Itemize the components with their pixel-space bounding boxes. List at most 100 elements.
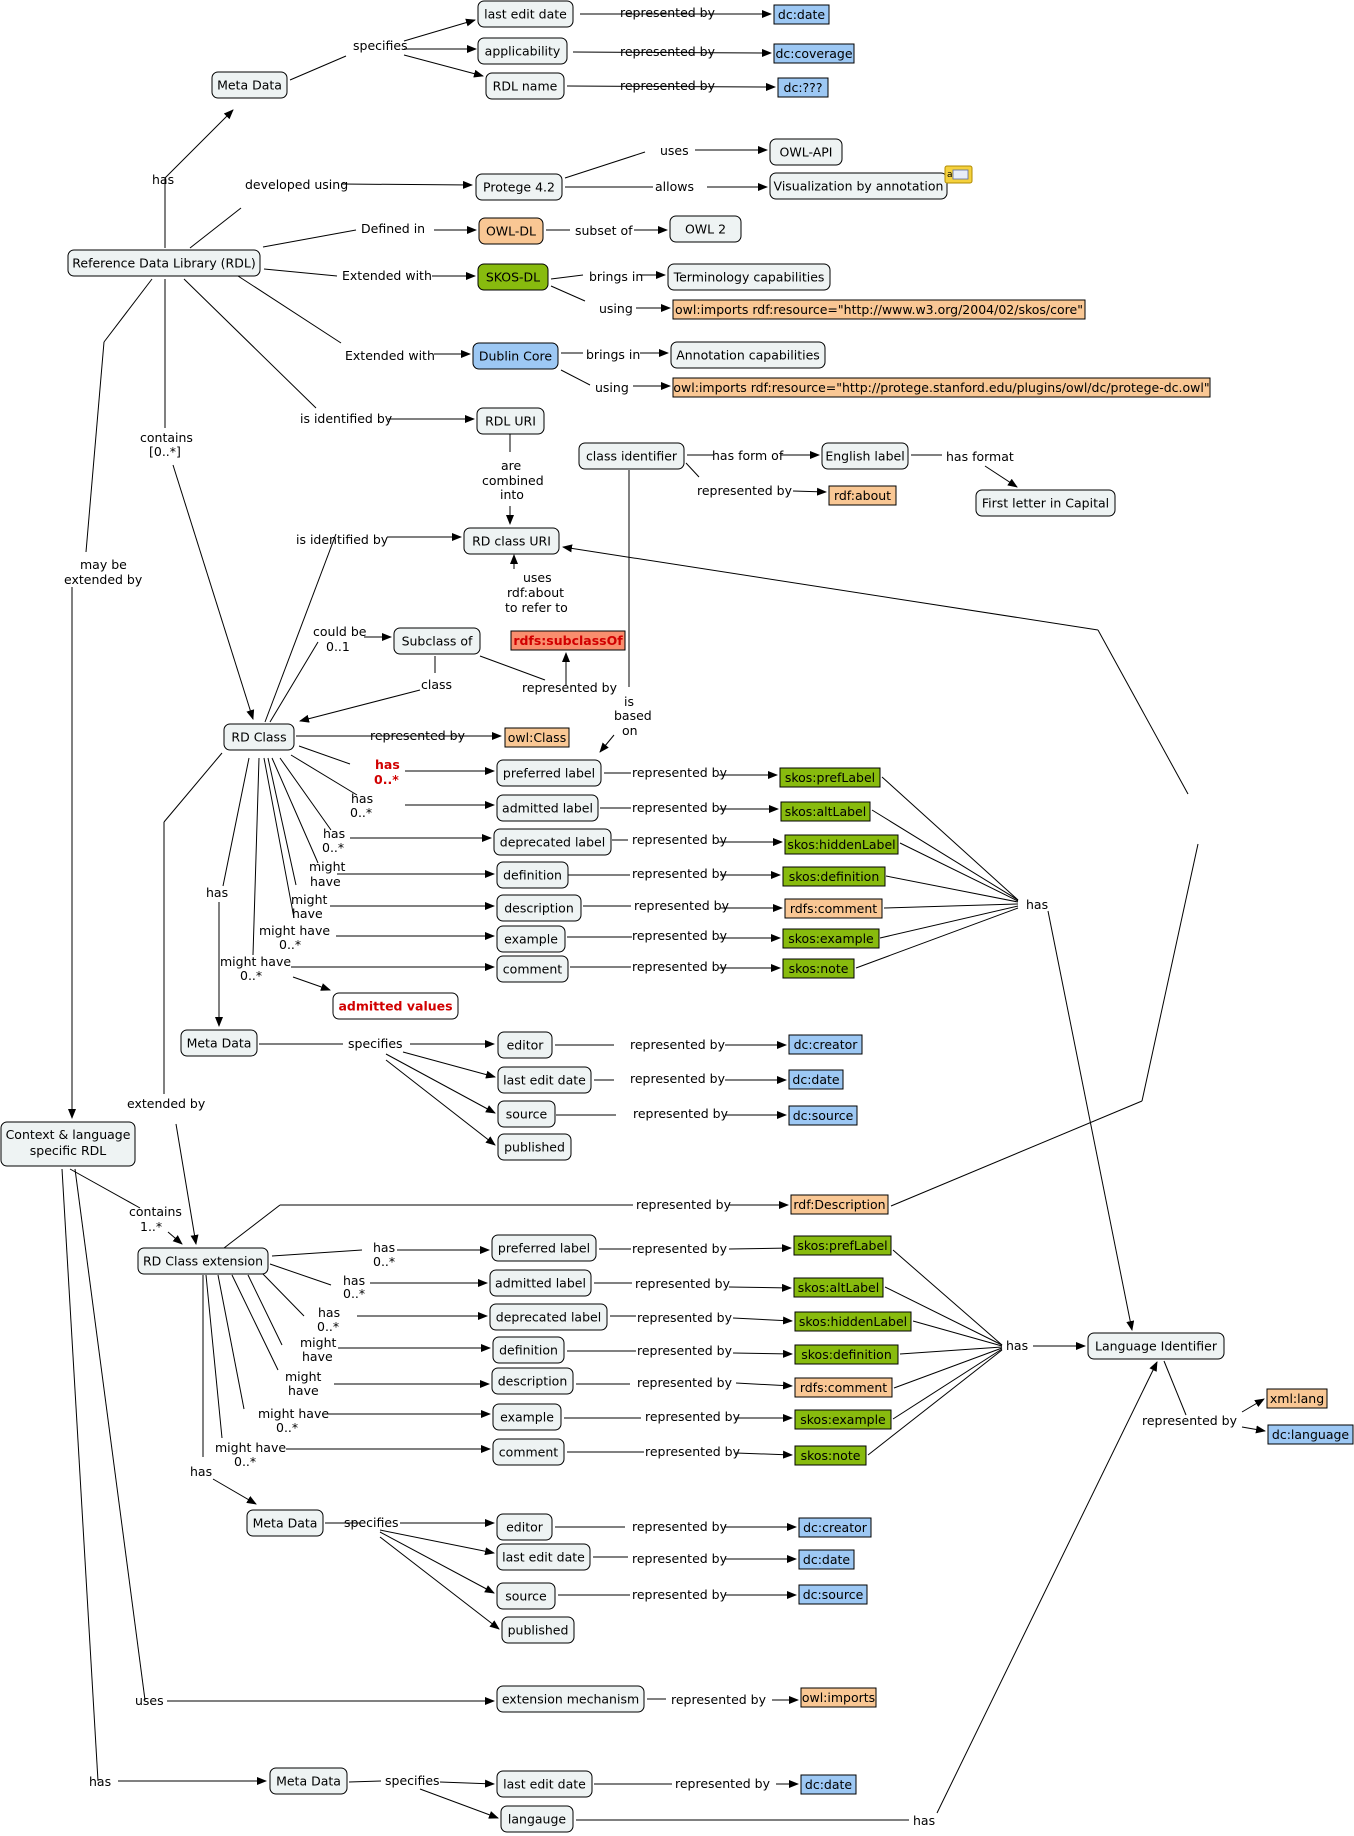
concept-rdl-uri[interactable]: RDL URI (476, 407, 545, 435)
concept-dc-date3[interactable]: dc:date (798, 1549, 855, 1570)
concept-rdfs-subclassof[interactable]: rdfs:subclassOf (510, 630, 626, 651)
concept-admitted-values[interactable]: admitted values (332, 992, 459, 1020)
concept-label: editor (506, 1520, 544, 1535)
concept-subclass-of[interactable]: Subclass of (393, 627, 481, 655)
concept-rd-ext[interactable]: RD Class extension (137, 1247, 269, 1275)
concept-editor2[interactable]: editor (496, 1513, 553, 1541)
connector-line (885, 875, 1019, 903)
concept-annot[interactable]: Annotation capabilities (670, 341, 826, 369)
note-icon[interactable]: a (944, 165, 973, 184)
concept-skos-ex1[interactable]: skos:example (782, 928, 880, 949)
concept-dc-creator2[interactable]: dc:creator (798, 1517, 872, 1538)
concept-applicability[interactable]: applicability (477, 37, 568, 65)
concept-pref2[interactable]: preferred label (491, 1234, 597, 1262)
concept-owl-imports[interactable]: owl:imports (800, 1687, 877, 1708)
concept-dep1[interactable]: deprecated label (493, 828, 612, 856)
concept-owl2[interactable]: OWL 2 (669, 215, 742, 243)
concept-dublin[interactable]: Dublin Core (472, 342, 559, 370)
concept-dep2[interactable]: deprecated label (489, 1303, 608, 1331)
concept-dc-date2[interactable]: dc:date (788, 1069, 844, 1090)
concept-com2[interactable]: comment (492, 1438, 565, 1466)
concept-dc-source1[interactable]: dc:source (788, 1105, 858, 1126)
concept-label: rdfs:comment (800, 1380, 887, 1395)
concept-skos-core[interactable]: owl:imports rdf:resource="http://www.w3.… (672, 299, 1086, 320)
concept-class-id[interactable]: class identifier (578, 442, 685, 470)
concept-skos-alt1[interactable]: skos:altLabel (780, 801, 871, 822)
concept-first-letter[interactable]: First letter in Capital (975, 489, 1116, 517)
connector-line (290, 754, 358, 796)
concept-dc-date4[interactable]: dc:date (800, 1774, 857, 1795)
concept-def1[interactable]: definition (496, 861, 569, 889)
concept-skos-def2[interactable]: skos:definition (794, 1344, 899, 1365)
concept-rdf-about[interactable]: rdf:about (828, 485, 897, 506)
link-label-represented-by: represented by (632, 765, 728, 780)
concept-skos-def1[interactable]: skos:definition (782, 866, 886, 887)
concept-dc-source2[interactable]: dc:source (798, 1584, 868, 1605)
concept-lang-id[interactable]: Language Identifier (1087, 1332, 1225, 1360)
concept-com1[interactable]: comment (496, 955, 569, 983)
concept-editor1[interactable]: editor (497, 1031, 553, 1059)
concept-dc-date1[interactable]: dc:date (773, 4, 830, 25)
concept-rdl[interactable]: Reference Data Library (RDL) (67, 249, 261, 277)
concept-xml-lang[interactable]: xml:lang (1266, 1388, 1328, 1409)
connector-line (261, 1272, 305, 1317)
concept-rdfs-comment2[interactable]: rdfs:comment (794, 1377, 893, 1398)
concept-rdf-desc[interactable]: rdf:Description (790, 1194, 889, 1215)
concept-skos-pref2[interactable]: skos:prefLabel (793, 1235, 892, 1256)
concept-skosdl[interactable]: SKOS-DL (477, 263, 549, 291)
concept-desc2[interactable]: description (491, 1367, 574, 1395)
concept-last-edit1[interactable]: last edit date (477, 0, 574, 28)
concept-skos-note2[interactable]: skos:note (794, 1445, 867, 1466)
connector-line (936, 1361, 1158, 1814)
concept-ext-mech[interactable]: extension mechanism (496, 1685, 645, 1713)
concept-protege[interactable]: Protege 4.2 (475, 173, 563, 201)
connector-line (564, 151, 646, 179)
concept-label: skos:prefLabel (785, 770, 875, 785)
concept-def2[interactable]: definition (492, 1336, 565, 1364)
concept-desc1[interactable]: description (496, 894, 582, 922)
concept-eng-label[interactable]: English label (821, 442, 909, 470)
concept-vis[interactable]: Visualization by annotation (769, 172, 948, 200)
concept-ex1[interactable]: example (496, 925, 566, 953)
concept-skos-note1[interactable]: skos:note (782, 958, 855, 979)
concept-owldl[interactable]: OWL-DL (478, 217, 544, 245)
concept-ex2[interactable]: example (492, 1403, 562, 1431)
concept-published2[interactable]: published (501, 1616, 575, 1644)
connector-line (183, 278, 317, 409)
concept-meta1[interactable]: Meta Data (211, 71, 288, 99)
concept-rdl-name[interactable]: RDL name (485, 72, 565, 100)
concept-meta3[interactable]: Meta Data (246, 1509, 324, 1537)
concept-adm2[interactable]: admitted label (489, 1269, 592, 1297)
concept-last-edit3[interactable]: last edit date (496, 1543, 591, 1571)
concept-skos-alt2[interactable]: skos:altLabel (793, 1277, 884, 1298)
concept-pref1[interactable]: preferred label (496, 759, 602, 787)
concept-skos-hidden1[interactable]: skos:hiddenLabel (784, 834, 899, 855)
concept-published1[interactable]: published (497, 1133, 572, 1161)
concept-meta2[interactable]: Meta Data (180, 1029, 258, 1057)
concept-term[interactable]: Terminology capabilities (667, 263, 831, 291)
concept-skos-pref1[interactable]: skos:prefLabel (779, 767, 881, 788)
concept-last-edit4[interactable]: last edit date (496, 1770, 593, 1798)
concept-adm1[interactable]: admitted label (496, 794, 599, 822)
concept-rd-class-uri[interactable]: RD class URI (463, 527, 560, 555)
link-label-has: has (1026, 897, 1048, 912)
concept-rdfs-comment1[interactable]: rdfs:comment (784, 898, 883, 919)
concept-dc-owl[interactable]: owl:imports rdf:resource="http://protege… (672, 377, 1211, 398)
concept-owl-class[interactable]: owl:Class (504, 727, 570, 748)
concept-meta4[interactable]: Meta Data (269, 1767, 348, 1795)
concept-last-edit2[interactable]: last edit date (497, 1066, 592, 1094)
link-label-has: has (913, 1813, 935, 1828)
connector-line (69, 1168, 141, 1209)
concept-owlapi[interactable]: OWL-API (769, 138, 843, 166)
concept-skos-ex2[interactable]: skos:example (794, 1409, 892, 1430)
concept-skos-hidden2[interactable]: skos:hiddenLabel (794, 1311, 912, 1332)
concept-source1[interactable]: source (497, 1100, 556, 1128)
concept-dc-coverage[interactable]: dc:coverage (773, 43, 855, 64)
concept-dc-language[interactable]: dc:language (1267, 1424, 1354, 1445)
concept-langauge[interactable]: langauge (500, 1805, 574, 1833)
concept-source2[interactable]: source (496, 1582, 556, 1610)
concept-dc-qqq[interactable]: dc:??? (777, 77, 829, 98)
concept-rd-class[interactable]: RD Class (223, 723, 295, 751)
concept-dc-creator1[interactable]: dc:creator (788, 1034, 863, 1055)
